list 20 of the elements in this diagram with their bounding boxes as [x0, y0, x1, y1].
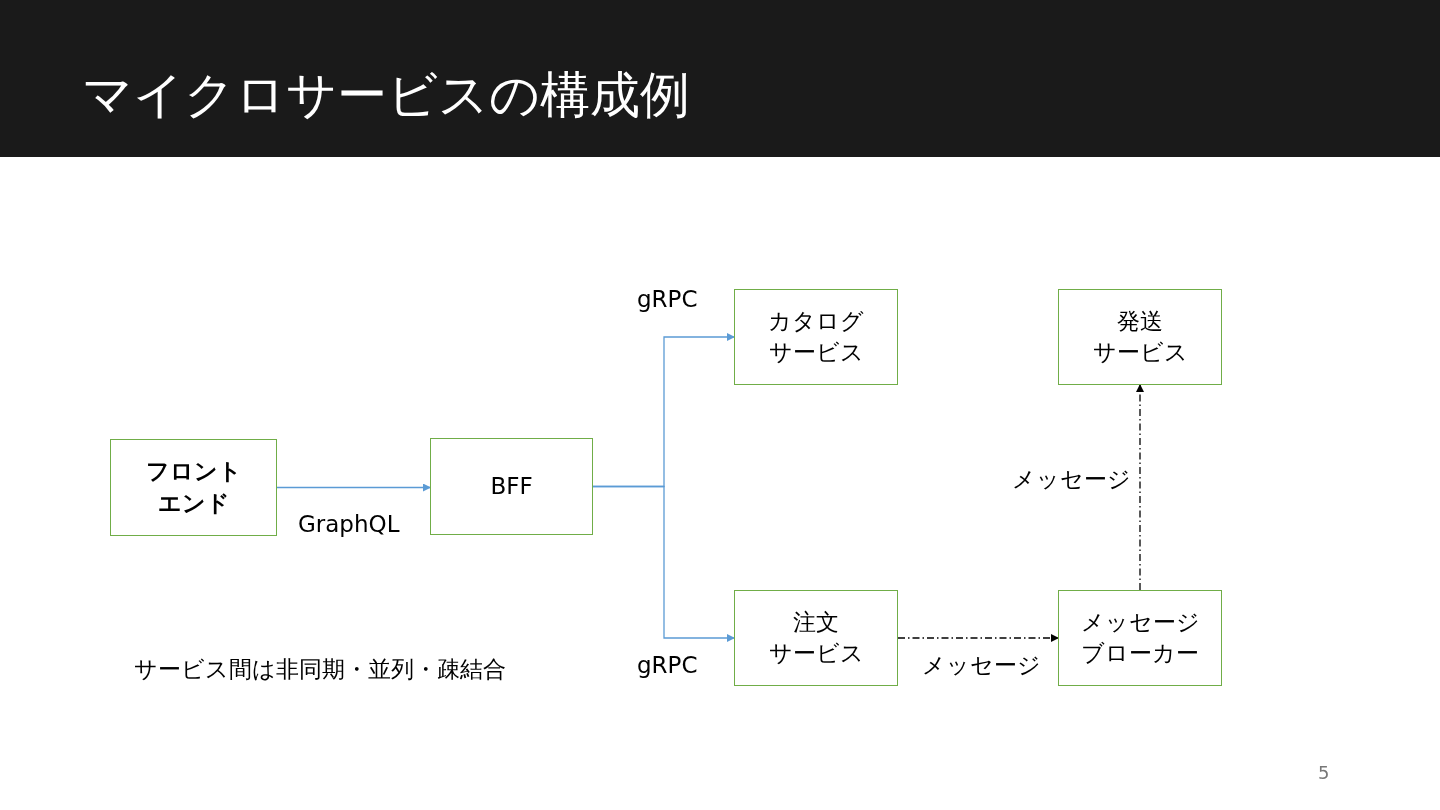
note-text: サービス間は非同期・並列・疎結合 — [134, 655, 506, 684]
node-label: フロントエンド — [145, 457, 242, 518]
process-box — [1058, 590, 1222, 686]
node-label: カタログサービス — [768, 306, 864, 367]
page-number: 5 — [1318, 762, 1330, 783]
arrow — [1136, 384, 1144, 591]
process-box — [734, 590, 898, 686]
process-box — [1058, 289, 1222, 385]
process-box — [430, 438, 593, 535]
node-label: BFF — [490, 471, 533, 501]
arrow — [276, 483, 431, 492]
node-label: 発送サービス — [1092, 306, 1188, 367]
edge-label: GraphQL — [298, 511, 400, 539]
arrow — [897, 634, 1059, 642]
process-box — [734, 289, 898, 385]
node-label: 注文サービス — [768, 607, 864, 668]
arrow — [592, 485, 735, 642]
process-box — [110, 439, 277, 536]
slide-title: マイクロサービスの構成例 — [82, 68, 690, 123]
node-label: メッセージブローカー — [1080, 607, 1200, 668]
